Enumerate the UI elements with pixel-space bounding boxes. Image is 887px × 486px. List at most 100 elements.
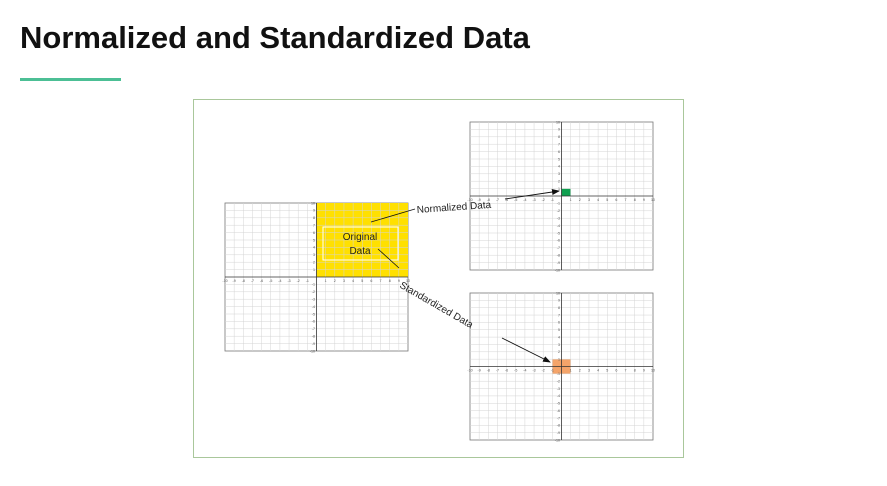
normalized-arrow (504, 189, 560, 200)
y-tick-label: 9 (558, 299, 560, 303)
x-tick-label: 5 (606, 198, 608, 202)
standardized-arrow (501, 337, 551, 363)
original-data-label-line2: Data (349, 246, 371, 257)
x-tick-label: -3 (287, 279, 290, 283)
normalization-diagram: -10 -10 -9 -9 -8 -8 -7 -7 -6 -6 -5 -5 -4 -4 -3 -3 -2 -2 -1… (222, 120, 655, 442)
y-tick-label: -1 (312, 283, 315, 287)
y-tick-label: -9 (557, 261, 560, 265)
y-tick-label: 7 (558, 313, 560, 317)
x-tick-label: 2 (334, 279, 336, 283)
x-tick-label: -2 (297, 279, 300, 283)
x-tick-label: -6 (505, 198, 508, 202)
y-tick-label: 8 (558, 306, 560, 310)
x-tick-label: -5 (269, 279, 272, 283)
x-tick-label: -1 (551, 369, 554, 373)
x-tick-label: -4 (278, 279, 281, 283)
y-tick-label: -6 (312, 320, 315, 324)
title-underline (20, 78, 121, 81)
normalized-connector-line (370, 208, 416, 223)
x-tick-label: 1 (570, 198, 572, 202)
x-tick-label: -3 (532, 198, 535, 202)
x-tick-label: 7 (380, 279, 382, 283)
x-tick-label: -8 (242, 279, 245, 283)
y-tick-label: 5 (313, 238, 315, 242)
y-tick-label: 2 (558, 350, 560, 354)
x-tick-label: -2 (542, 198, 545, 202)
y-tick-label: -3 (312, 298, 315, 302)
x-tick-label: -9 (478, 198, 481, 202)
y-tick-label: 8 (558, 135, 560, 139)
x-tick-label: -2 (542, 369, 545, 373)
y-tick-label: -8 (557, 254, 560, 258)
x-tick-label: 10 (651, 198, 655, 202)
original-data-label-line1: Original (343, 232, 377, 243)
x-tick-label: -6 (260, 279, 263, 283)
y-tick-label: 1 (558, 357, 560, 361)
x-tick-label: 3 (588, 198, 590, 202)
y-tick-label: 9 (313, 209, 315, 213)
x-tick-label: -7 (496, 198, 499, 202)
y-tick-label: -6 (557, 239, 560, 243)
y-tick-label: 6 (558, 321, 560, 325)
x-tick-label: 10 (651, 369, 655, 373)
y-tick-label: -5 (557, 402, 560, 406)
x-tick-label: 2 (579, 369, 581, 373)
y-tick-label: -3 (557, 387, 560, 391)
y-tick-label: -3 (557, 217, 560, 221)
x-tick-label: 9 (398, 279, 400, 283)
y-tick-label: 10 (556, 120, 560, 124)
y-tick-label: 8 (313, 216, 315, 220)
x-tick-label: 8 (389, 279, 391, 283)
standardized-connector-line (377, 248, 400, 269)
standardized-data-label: Standardized Data (398, 280, 476, 331)
y-tick-label: -4 (557, 394, 560, 398)
x-tick-label: -4 (523, 369, 526, 373)
x-tick-label: -7 (251, 279, 254, 283)
x-tick-label: -9 (233, 279, 236, 283)
x-tick-label: 3 (343, 279, 345, 283)
x-tick-label: 6 (615, 369, 617, 373)
y-tick-label: -6 (557, 409, 560, 413)
y-tick-label: 2 (313, 261, 315, 265)
y-tick-label: -7 (557, 246, 560, 250)
x-tick-label: 4 (597, 198, 599, 202)
x-tick-label: 6 (370, 279, 372, 283)
x-tick-label: -7 (496, 369, 499, 373)
y-tick-label: 5 (558, 328, 560, 332)
x-tick-label: -9 (478, 369, 481, 373)
y-tick-label: -2 (557, 209, 560, 213)
x-tick-label: -1 (306, 279, 309, 283)
x-tick-label: 9 (643, 198, 645, 202)
y-tick-label: 1 (558, 187, 560, 191)
x-tick-label: 4 (597, 369, 599, 373)
y-tick-label: -7 (557, 416, 560, 420)
y-tick-label: -10 (555, 268, 560, 272)
x-tick-label: 1 (325, 279, 327, 283)
y-tick-label: 7 (558, 143, 560, 147)
x-tick-label: -5 (514, 198, 517, 202)
x-tick-label: 8 (634, 369, 636, 373)
y-tick-label: 2 (558, 180, 560, 184)
y-tick-label: -5 (557, 231, 560, 235)
x-tick-label: 8 (634, 198, 636, 202)
y-tick-label: -4 (312, 305, 315, 309)
y-tick-label: 4 (558, 335, 560, 339)
x-tick-label: -4 (523, 198, 526, 202)
y-tick-label: 6 (313, 231, 315, 235)
x-tick-label: -10 (467, 369, 472, 373)
x-tick-label: -3 (532, 369, 535, 373)
x-tick-label: 2 (579, 198, 581, 202)
normalized-plot: -10-10-9-9-8-8-7-7-6-6-5-5-4-4-3-3-2-2-1… (467, 120, 655, 272)
x-tick-label: -1 (551, 198, 554, 202)
y-tick-label: 4 (558, 165, 560, 169)
y-tick-label: -5 (312, 312, 315, 316)
y-tick-label: 5 (558, 157, 560, 161)
y-tick-label: 9 (558, 128, 560, 132)
y-tick-label: 4 (313, 246, 315, 250)
y-tick-label: -10 (555, 438, 560, 442)
original-plot: -10-10-9-9-8-8-7-7-6-6-5-5-4-4-3-3-2-2-1… (222, 201, 410, 353)
y-tick-label: -2 (312, 290, 315, 294)
y-tick-label: 3 (558, 343, 560, 347)
standardized-plot: -10-10-9-9-8-8-7-7-6-6-5-5-4-4-3-3-2-2-1… (467, 291, 655, 442)
y-tick-label: 3 (313, 253, 315, 257)
